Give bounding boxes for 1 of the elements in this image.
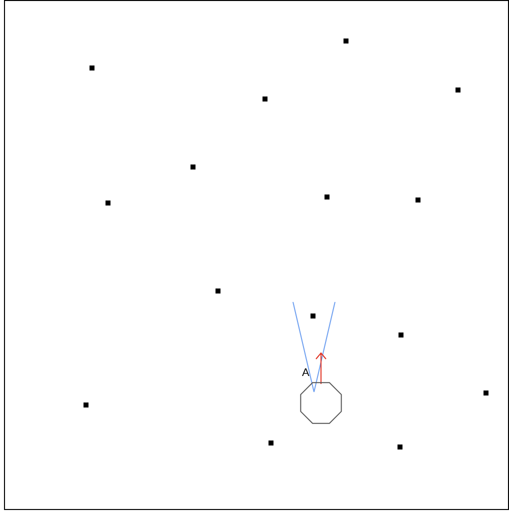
robot-label: A — [302, 368, 310, 379]
